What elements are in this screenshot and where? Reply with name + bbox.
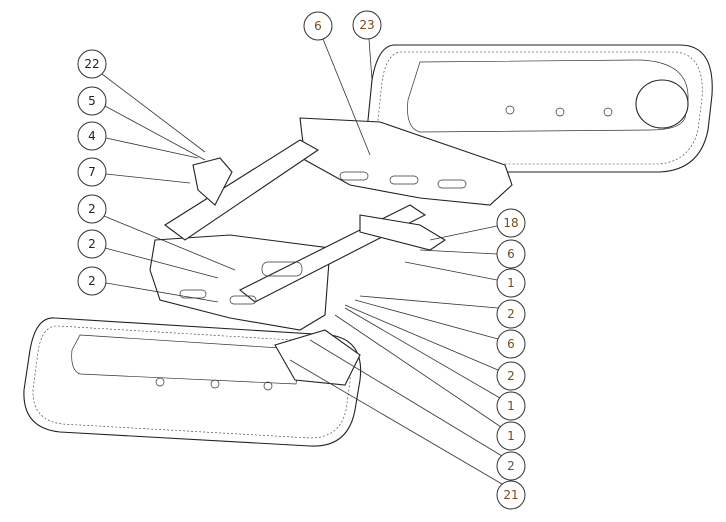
svg-text:2: 2 [507, 459, 515, 473]
svg-text:2: 2 [507, 369, 515, 383]
balloon-6: 6 [303, 11, 333, 41]
svg-text:18: 18 [503, 216, 518, 230]
svg-text:6: 6 [507, 337, 515, 351]
balloon-18: 18 [496, 208, 526, 238]
svg-text:5: 5 [88, 94, 96, 108]
svg-text:1: 1 [507, 276, 515, 290]
svg-text:2: 2 [507, 307, 515, 321]
balloon-2: 2 [77, 229, 107, 259]
svg-text:1: 1 [507, 429, 515, 443]
chassis-frame [149, 117, 513, 386]
balloon-1: 1 [496, 391, 526, 421]
bracket-18 [359, 214, 447, 251]
svg-text:7: 7 [88, 165, 96, 179]
balloon-6: 6 [496, 329, 526, 359]
svg-text:1: 1 [507, 399, 515, 413]
bracket-21 [274, 329, 361, 386]
svg-text:2: 2 [88, 237, 96, 251]
balloon-1: 1 [496, 421, 526, 451]
svg-text:22: 22 [84, 57, 99, 71]
bracket-7 [192, 157, 233, 206]
balloon-1: 1 [496, 268, 526, 298]
balloon-2: 2 [77, 266, 107, 296]
balloon-21: 21 [496, 480, 526, 510]
leader-lines [101, 38, 503, 485]
balloon-2: 2 [496, 361, 526, 391]
balloon-2: 2 [77, 194, 107, 224]
svg-text:2: 2 [88, 274, 96, 288]
svg-text:21: 21 [503, 488, 518, 502]
balloon-5: 5 [77, 86, 107, 116]
balloon-6: 6 [496, 239, 526, 269]
svg-text:2: 2 [88, 202, 96, 216]
balloon-23: 23 [352, 10, 382, 40]
svg-text:4: 4 [88, 129, 96, 143]
balloon-2: 2 [496, 451, 526, 481]
svg-text:6: 6 [314, 19, 322, 33]
balloon-7: 7 [77, 157, 107, 187]
track-upper-right [367, 44, 713, 173]
svg-text:23: 23 [359, 18, 374, 32]
balloon-4: 4 [77, 121, 107, 151]
svg-text:6: 6 [507, 247, 515, 261]
balloon-22: 22 [77, 49, 107, 79]
balloon-2: 2 [496, 299, 526, 329]
